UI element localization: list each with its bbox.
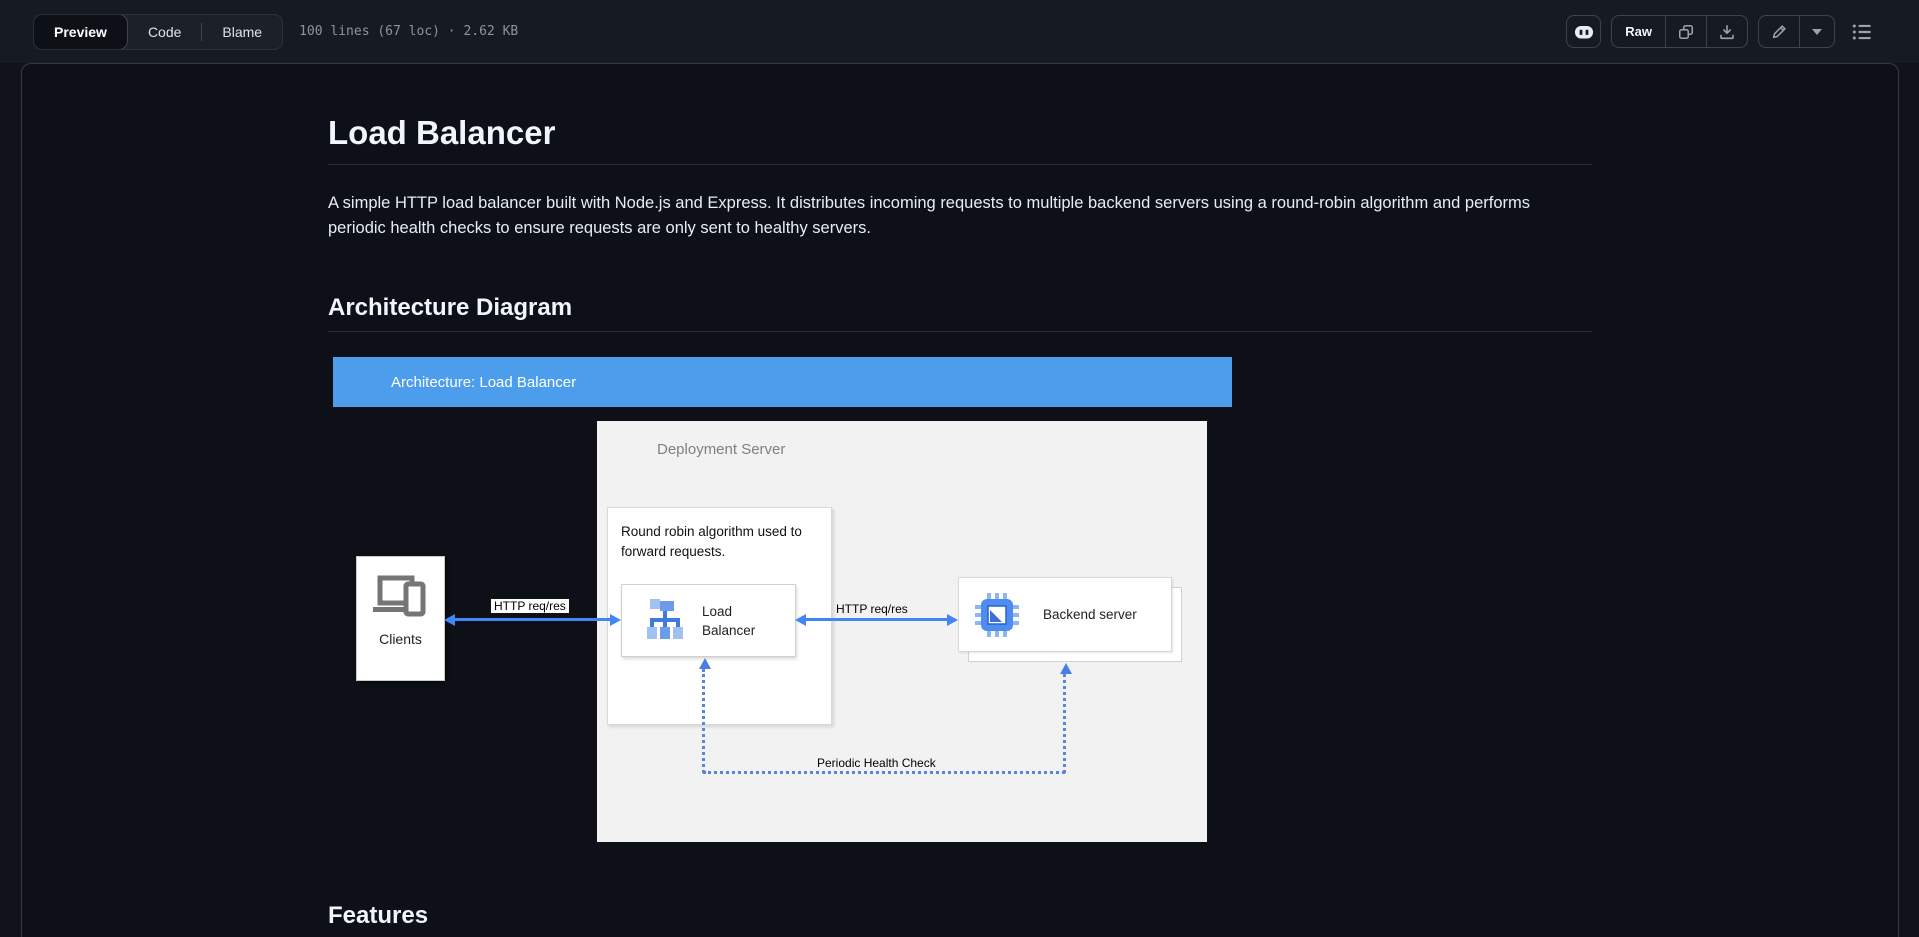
clients-lb-arrow-label: HTTP req/res xyxy=(491,599,569,613)
diagram-title-bar: Architecture: Load Balancer xyxy=(333,357,1232,407)
backend-server-node: Backend server xyxy=(958,577,1172,652)
arrowhead-left-icon xyxy=(795,614,806,626)
lb-backend-arrow xyxy=(805,618,949,621)
file-header-toolbar: Preview Code Blame 100 lines (67 loc) · … xyxy=(0,0,1919,63)
file-actions: Raw xyxy=(1566,15,1873,48)
tab-code[interactable]: Code xyxy=(147,23,182,40)
clients-lb-arrow xyxy=(454,618,612,621)
list-unordered-icon xyxy=(1851,21,1873,43)
features-heading: Features xyxy=(328,901,1592,937)
architecture-heading: Architecture Diagram xyxy=(328,293,1592,332)
copilot-icon xyxy=(1574,24,1594,40)
arrowhead-up-icon xyxy=(1060,663,1072,674)
copilot-button[interactable] xyxy=(1566,15,1602,48)
intro-paragraph: A simple HTTP load balancer built with N… xyxy=(328,194,1531,237)
edit-dropdown-button[interactable] xyxy=(1799,16,1834,47)
chevron-down-icon xyxy=(1812,28,1822,35)
load-balancer-label: Load Balancer xyxy=(702,603,756,638)
deployment-server-label: Deployment Server xyxy=(657,441,786,458)
health-check-line-vertical-left xyxy=(702,669,705,773)
pencil-icon xyxy=(1771,24,1787,40)
lb-backend-arrow-label: HTTP req/res xyxy=(836,602,908,616)
edit-group xyxy=(1758,15,1835,48)
arrowhead-right-icon xyxy=(947,614,958,626)
load-balancer-node: Load Balancer xyxy=(621,584,796,657)
architecture-diagram-image[interactable]: Architecture: Load Balancer Deployment S… xyxy=(328,357,1592,849)
markdown-body: Load Balancer A simple HTTP load balance… xyxy=(328,64,1592,937)
round-robin-note-text: Round robin algorithm used to forward re… xyxy=(621,524,802,559)
clients-node: Clients xyxy=(356,556,445,681)
hierarchy-icon xyxy=(644,599,684,642)
download-icon xyxy=(1719,24,1735,40)
clients-label: Clients xyxy=(379,631,422,647)
download-button[interactable] xyxy=(1706,16,1747,47)
edit-button[interactable] xyxy=(1759,16,1799,47)
copy-icon xyxy=(1678,24,1694,40)
chip-icon xyxy=(975,592,1019,637)
file-info-text: 100 lines (67 loc) · 2.62 KB xyxy=(299,24,519,39)
health-check-line-vertical-right xyxy=(1063,674,1066,773)
health-check-line-horizontal xyxy=(703,771,1065,774)
arrowhead-right-icon xyxy=(610,614,621,626)
tab-divider xyxy=(201,22,203,41)
page-title: Load Balancer xyxy=(328,112,1592,165)
tab-blame[interactable]: Blame xyxy=(222,23,263,40)
arrowhead-up-icon xyxy=(699,658,711,669)
raw-copy-download-group: Raw xyxy=(1611,15,1748,48)
health-check-label: Periodic Health Check xyxy=(817,756,936,770)
arrowhead-left-icon xyxy=(444,614,455,626)
tab-preview[interactable]: Preview xyxy=(34,14,128,49)
copy-button[interactable] xyxy=(1665,16,1706,47)
backend-server-label: Backend server xyxy=(1043,607,1137,622)
view-mode-tabs: Preview Code Blame xyxy=(33,13,284,50)
file-content-panel: Load Balancer A simple HTTP load balance… xyxy=(21,63,1899,937)
devices-icon xyxy=(370,571,432,625)
outline-button[interactable] xyxy=(1851,21,1873,43)
raw-button[interactable]: Raw xyxy=(1625,24,1652,39)
